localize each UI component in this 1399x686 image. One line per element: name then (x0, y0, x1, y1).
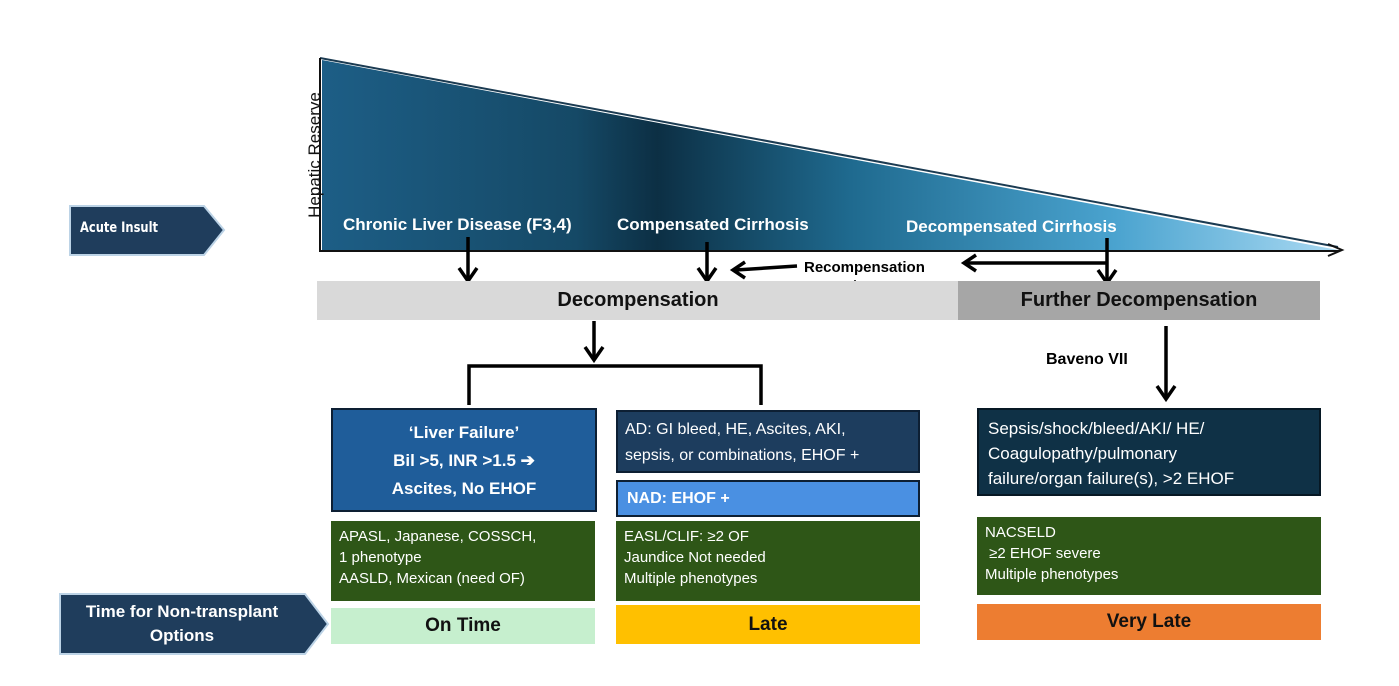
arrow-recomp-left (729, 260, 798, 280)
col2-criteria-line: Multiple phenotypes (624, 570, 758, 587)
col1-criteria-line: AASLD, Mexican (need OF) (339, 570, 525, 587)
further-decompensation-label: Further Decompensation (1020, 289, 1258, 311)
wedge-shape (322, 60, 1338, 250)
further-decompensation-bar: Further Decompensation (958, 281, 1320, 320)
col2-criteria-line: Jaundice Not needed (624, 549, 766, 566)
ad-line: AD: GI bleed, HE, Ascites, AKI, (625, 421, 846, 438)
col3-criteria-line: ≥2 EHOF severe (985, 545, 1101, 562)
nad-box: NAD: EHOF + (616, 480, 920, 517)
decompensation-label: Decompensation (557, 289, 719, 311)
decomp-bracket (467, 364, 763, 405)
organ-failure-box: Sepsis/shock/bleed/AKI/ HE/ Coagulopathy… (977, 408, 1321, 496)
ad-box: AD: GI bleed, HE, Ascites, AKI, sepsis, … (616, 410, 920, 473)
liver-failure-criteria-1: Bil >5, INR >1.5 ➔ (393, 451, 535, 470)
col2-criteria-box: EASL/CLIF: ≥2 OF Jaundice Not needed Mul… (616, 521, 920, 601)
col1-criteria-line: APASL, Japanese, COSSCH, (339, 528, 537, 545)
col1-criteria-box: APASL, Japanese, COSSCH, 1 phenotype AAS… (331, 521, 595, 601)
stage-compensated-cirrhosis: Compensated Cirrhosis (617, 215, 809, 234)
hepatic-reserve-label: Hepatic Reserve (305, 92, 324, 218)
organ-failure-line: Sepsis/shock/bleed/AKI/ HE/ (988, 419, 1205, 438)
late-label: Late (748, 613, 788, 635)
arrow-recomp-right (960, 253, 1107, 273)
very-late-label: Very Late (1106, 611, 1192, 632)
liver-failure-criteria-2: Ascites, No EHOF (391, 479, 537, 498)
late-tag: Late (616, 605, 920, 644)
time-options-label: Time for Non-transplant Options (62, 600, 302, 648)
nad-label: NAD: EHOF + (627, 489, 730, 507)
col3-criteria-box: NACSELD ≥2 EHOF severe Multiple phenotyp… (977, 517, 1321, 595)
col3-criteria-line: NACSELD (985, 524, 1056, 541)
very-late-tag: Very Late (977, 604, 1321, 640)
liver-failure-box: ‘Liver Failure’ Bil >5, INR >1.5 ➔ Ascit… (331, 408, 597, 512)
time-options-line2: Options (149, 626, 215, 645)
organ-failure-line: failure/organ failure(s), >2 EHOF (988, 469, 1235, 488)
stage-chronic-liver-disease: Chronic Liver Disease (F3,4) (343, 215, 572, 234)
axis-arrowhead (1327, 243, 1345, 257)
time-options-line1: Time for Non-transplant (85, 602, 279, 621)
wedge-top-edge (319, 57, 1339, 248)
on-time-label: On Time (425, 615, 501, 636)
recompensation-label: Recompensation (804, 259, 925, 276)
col3-criteria-line: Multiple phenotypes (985, 566, 1119, 583)
arrow-baveno-down (1155, 326, 1177, 403)
acute-insult-label: Acute Insult (80, 220, 159, 236)
arrow-decomp-down (583, 321, 605, 364)
liver-failure-title: ‘Liver Failure’ (408, 423, 520, 442)
ad-line: sepsis, or combinations, EHOF + (625, 447, 860, 464)
baveno-label: Baveno VII (1046, 351, 1128, 368)
time-options-tag-shape (59, 593, 330, 655)
col1-criteria-line: 1 phenotype (339, 549, 422, 566)
acute-insult-tag-shape (69, 205, 226, 256)
on-time-tag: On Time (331, 608, 595, 644)
decompensation-bar: Decompensation (317, 281, 959, 320)
organ-failure-line: Coagulopathy/pulmonary (988, 444, 1178, 463)
col2-criteria-line: EASL/CLIF: ≥2 OF (624, 528, 749, 545)
stage-decompensated-cirrhosis: Decompensated Cirrhosis (906, 217, 1117, 236)
